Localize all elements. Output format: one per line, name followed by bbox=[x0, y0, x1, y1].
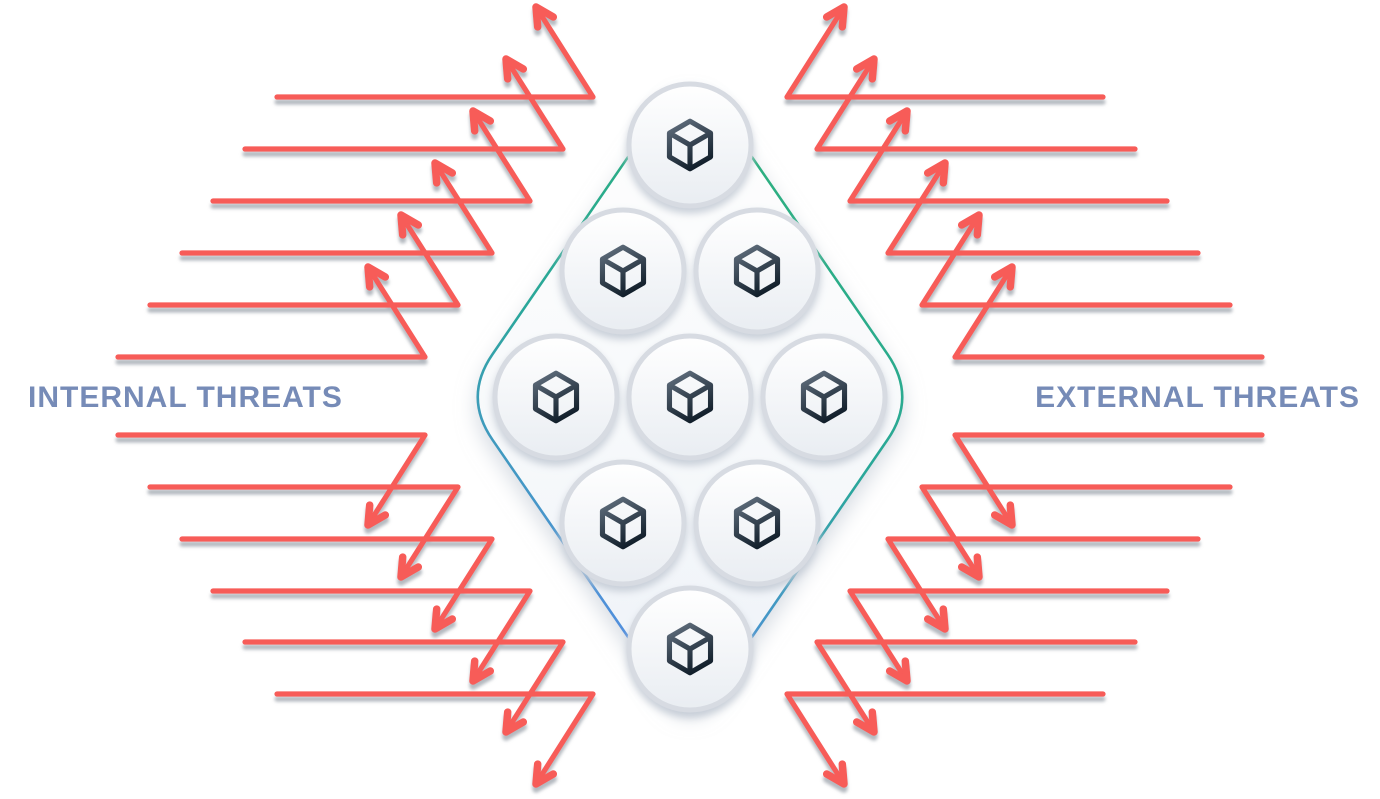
threat-arrow-left-lower bbox=[115, 432, 428, 529]
arrowhead-icon bbox=[852, 708, 878, 736]
arrowhead-icon bbox=[469, 657, 495, 685]
threat-arrow-left-upper bbox=[179, 159, 495, 256]
threat-arrow-right-lower bbox=[885, 536, 1201, 633]
arrowhead-icon bbox=[469, 107, 495, 135]
threat-arrow-left-upper bbox=[242, 55, 566, 152]
threat-arrow-right-lower bbox=[919, 484, 1233, 581]
arrowhead-icon bbox=[990, 263, 1016, 291]
arrowhead-icon bbox=[502, 708, 528, 736]
threat-arrows-layer bbox=[115, 3, 1265, 788]
cube-cell bbox=[559, 207, 687, 335]
cube-cell bbox=[693, 459, 821, 587]
cube-cell bbox=[492, 333, 620, 461]
arrowhead-icon bbox=[397, 553, 423, 581]
threat-arrow-right-upper bbox=[784, 3, 1106, 100]
cube-cell bbox=[693, 207, 821, 335]
cube-cell bbox=[760, 333, 888, 461]
threat-arrow-left-upper bbox=[115, 263, 428, 360]
arrowhead-icon bbox=[885, 657, 911, 685]
cube-cell bbox=[559, 459, 687, 587]
arrowhead-icon bbox=[431, 605, 457, 633]
arrowhead-icon bbox=[852, 55, 878, 83]
arrowhead-icon bbox=[990, 501, 1016, 529]
threat-arrow-left-lower bbox=[274, 691, 596, 788]
threat-arrow-left-lower bbox=[242, 639, 566, 736]
arrowhead-icon bbox=[822, 3, 848, 31]
arrowhead-icon bbox=[397, 211, 423, 239]
threat-arrow-right-lower bbox=[952, 432, 1265, 529]
resource-cubes bbox=[492, 81, 888, 713]
arrowhead-icon bbox=[431, 159, 457, 187]
cube-cell bbox=[626, 333, 754, 461]
threat-arrow-right-lower bbox=[814, 639, 1138, 736]
threat-arrow-left-lower bbox=[147, 484, 461, 581]
cube-cell bbox=[626, 585, 754, 713]
arrowhead-icon bbox=[822, 760, 848, 788]
threat-arrow-left-upper bbox=[274, 3, 596, 100]
threat-arrow-right-lower bbox=[847, 588, 1170, 685]
arrowhead-icon bbox=[502, 55, 528, 83]
threat-arrow-right-upper bbox=[919, 211, 1233, 308]
threat-arrow-right-upper bbox=[885, 159, 1201, 256]
external-threats-label: EXTERNAL THREATS bbox=[1035, 381, 1360, 414]
arrowhead-icon bbox=[957, 553, 983, 581]
threat-arrow-left-lower bbox=[210, 588, 533, 685]
threat-arrow-right-upper bbox=[847, 107, 1170, 204]
arrowhead-icon bbox=[532, 760, 558, 788]
arrowhead-icon bbox=[364, 263, 390, 291]
threat-arrow-left-upper bbox=[147, 211, 461, 308]
arrowhead-icon bbox=[957, 211, 983, 239]
threat-arrow-right-lower bbox=[784, 691, 1106, 788]
arrowhead-icon bbox=[923, 159, 949, 187]
threat-arrow-right-upper bbox=[952, 263, 1265, 360]
threat-arrow-right-upper bbox=[814, 55, 1138, 152]
arrowhead-icon bbox=[923, 605, 949, 633]
arrowhead-icon bbox=[532, 3, 558, 31]
arrowhead-icon bbox=[364, 501, 390, 529]
cube-cell bbox=[626, 81, 754, 209]
threat-arrow-left-lower bbox=[179, 536, 495, 633]
threat-arrow-left-upper bbox=[210, 107, 533, 204]
arrowhead-icon bbox=[885, 107, 911, 135]
internal-threats-label: INTERNAL THREATS bbox=[28, 381, 343, 414]
